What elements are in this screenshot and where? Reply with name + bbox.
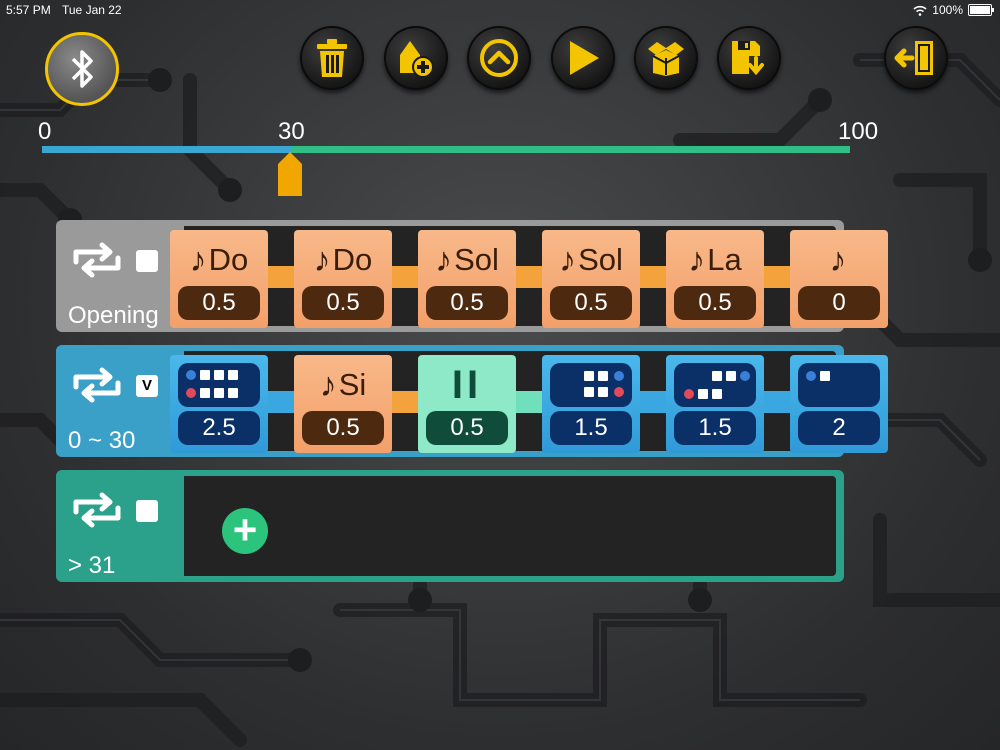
note-name: Si: [338, 367, 367, 402]
note-block[interactable]: ♪ 0: [790, 230, 888, 328]
exit-button[interactable]: [884, 26, 948, 90]
music-note-icon: ♪: [559, 240, 577, 279]
status-right: 100%: [913, 3, 994, 17]
row-label: Opening: [68, 302, 159, 329]
play-icon: [570, 41, 599, 75]
row-lane[interactable]: 2.5 ♪Si 0.5 II 0.5 1.5 1: [170, 351, 888, 453]
pause-block[interactable]: II 0.5: [418, 355, 516, 453]
add-block-plus-button[interactable]: +: [222, 508, 268, 554]
motor-block[interactable]: 1.5: [666, 355, 764, 453]
note-block[interactable]: ♪Do 0.5: [170, 230, 268, 328]
music-note-icon: ♪: [319, 365, 337, 404]
save-icon: [732, 41, 764, 76]
duration-value: 1.5: [550, 411, 632, 445]
music-note-icon: ♪: [688, 240, 706, 279]
note-name: Sol: [454, 242, 499, 277]
trash-button[interactable]: [300, 26, 364, 90]
gear-icon: [740, 371, 750, 381]
wifi-icon: [913, 5, 927, 16]
row-checkbox[interactable]: V: [136, 375, 158, 397]
gear-icon: [614, 387, 624, 397]
loop-icon[interactable]: [68, 361, 126, 409]
row-lane[interactable]: [184, 476, 836, 576]
save-button[interactable]: [717, 26, 781, 90]
motor-pattern: [674, 363, 756, 407]
battery-percent: 100%: [932, 3, 963, 17]
play-button[interactable]: [551, 26, 615, 90]
motor-block[interactable]: 1.5: [542, 355, 640, 453]
status-time: 5:57 PM: [6, 3, 51, 17]
open-box-button[interactable]: [634, 26, 698, 90]
duration-value: 0.5: [302, 411, 384, 445]
row-lane[interactable]: ♪Do 0.5 ♪Do 0.5 ♪Sol 0.5 ♪Sol 0.5 ♪La 0.…: [170, 226, 888, 328]
row-header: > 31: [56, 470, 184, 582]
duration-value: 0.5: [302, 286, 384, 320]
motor-pattern: [178, 363, 260, 407]
sequence-row-above[interactable]: > 31 +: [56, 470, 844, 582]
music-note-icon: ♪: [313, 240, 331, 279]
duration-value: 0.5: [550, 286, 632, 320]
motor-block[interactable]: 2: [790, 355, 888, 453]
slider-track-filled[interactable]: [42, 146, 292, 153]
bluetooth-button[interactable]: [45, 32, 119, 106]
duration-value: 1.5: [674, 411, 756, 445]
duration-value: 2: [798, 411, 880, 445]
row-checkbox[interactable]: [136, 250, 158, 272]
pause-icon: II: [451, 363, 483, 407]
motor-block[interactable]: 2.5: [170, 355, 268, 453]
slider-max-label: 100: [838, 118, 879, 145]
loop-icon[interactable]: [68, 236, 126, 284]
row-header: V 0 ~ 30: [56, 345, 184, 457]
slider-current-label: 30: [278, 118, 305, 145]
move-up-button[interactable]: [467, 26, 531, 90]
duration-value: 0: [798, 286, 880, 320]
sequence-row-opening[interactable]: Opening ♪Do 0.5 ♪Do 0.5 ♪Sol 0.5 ♪Sol 0.…: [56, 220, 888, 332]
note-block[interactable]: ♪Sol 0.5: [418, 230, 516, 328]
gear-icon: [806, 371, 816, 381]
gear-icon: [186, 388, 196, 398]
duration-value: 2.5: [178, 411, 260, 445]
row-label: 0 ~ 30: [68, 427, 136, 454]
row-checkbox[interactable]: [136, 500, 158, 522]
motor-pattern: [798, 363, 880, 407]
music-note-icon: ♪: [435, 240, 453, 279]
slider-min-label: 0: [38, 118, 52, 145]
battery-icon: [968, 4, 994, 16]
gear-icon: [186, 370, 196, 380]
status-bar: 5:57 PM Tue Jan 22 100%: [0, 0, 1000, 20]
note-block[interactable]: ♪Si 0.5: [294, 355, 392, 453]
add-block-button[interactable]: [384, 26, 448, 90]
note-block[interactable]: ♪Sol 0.5: [542, 230, 640, 328]
note-block[interactable]: ♪Do 0.5: [294, 230, 392, 328]
row-header: Opening: [56, 220, 184, 332]
slider-track-remaining[interactable]: [292, 146, 850, 153]
sequence-row-range[interactable]: V 0 ~ 30 2.5 ♪Si 0.5 II 0.5: [56, 345, 888, 457]
row-label: > 31: [68, 552, 116, 579]
note-name: Do: [208, 242, 249, 277]
note-block[interactable]: ♪La 0.5: [666, 230, 764, 328]
duration-value: 0.5: [426, 286, 508, 320]
note-name: Sol: [578, 242, 623, 277]
status-date: Tue Jan 22: [62, 3, 122, 17]
motor-pattern: [550, 363, 632, 407]
gear-icon: [684, 389, 694, 399]
open-box-icon: [648, 42, 684, 76]
note-name: Do: [332, 242, 373, 277]
slider-thumb[interactable]: [278, 152, 302, 196]
music-note-icon: ♪: [189, 240, 207, 279]
add-home-icon: [400, 41, 434, 78]
exit-door-icon: [894, 41, 933, 75]
duration-value: 0.5: [674, 286, 756, 320]
duration-value: 0.5: [426, 411, 508, 445]
music-note-icon: ♪: [829, 240, 847, 279]
note-name: La: [707, 242, 742, 277]
duration-value: 0.5: [178, 286, 260, 320]
chevron-up-icon: [480, 39, 518, 77]
gear-icon: [614, 371, 624, 381]
bluetooth-icon: [71, 50, 93, 88]
loop-icon[interactable]: [68, 486, 126, 534]
trash-icon: [317, 39, 347, 77]
